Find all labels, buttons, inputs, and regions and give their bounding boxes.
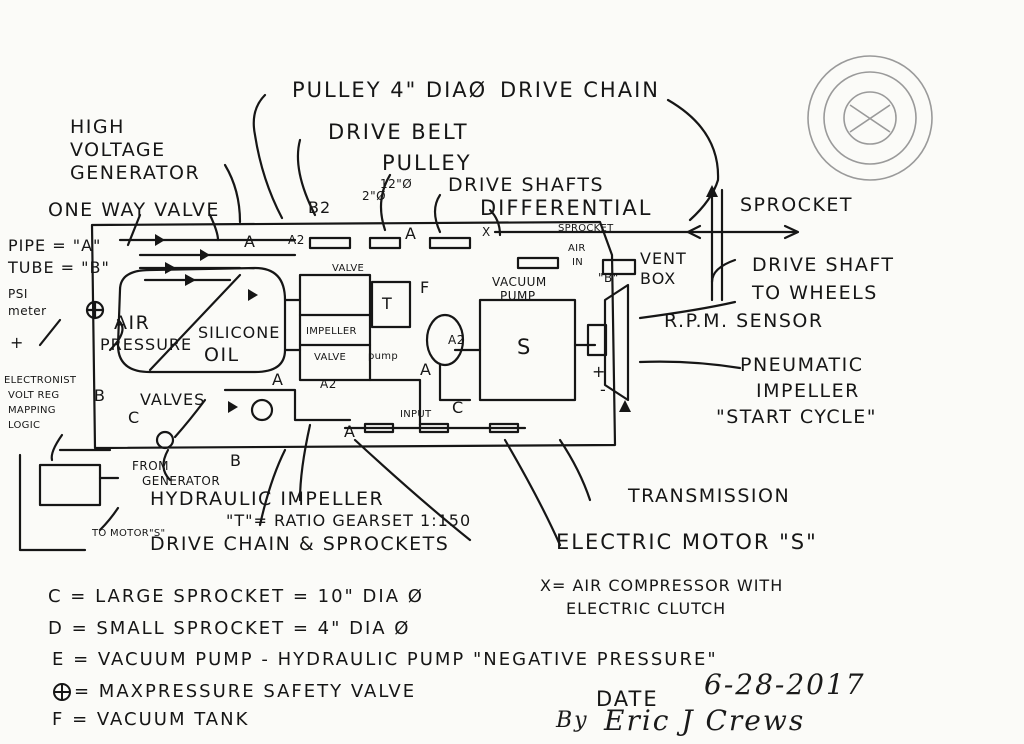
official-seal (807, 55, 933, 181)
label-pulley-12in-size: 12"Ø (380, 177, 413, 191)
label-drive-shaft-2: TO WHEELS (752, 282, 878, 304)
label-sprocket-small: SPROCKET (558, 223, 614, 234)
label-transmission: TRANSMISSION (628, 485, 791, 507)
legend-safety: = MAXPRESSURE SAFETY VALVE (74, 681, 417, 702)
label-valve-inner: VALVE (314, 352, 347, 363)
label-drive-shafts: DRIVE SHAFTS (448, 174, 605, 196)
label-b-2: B (230, 451, 242, 470)
label-a-2: A (405, 224, 417, 243)
tank-divider (148, 273, 242, 372)
label-electronics-3: MAPPING (8, 405, 56, 416)
vacuum-pump-shape (425, 313, 465, 367)
label-a2-3: A2 (448, 333, 465, 347)
label-electronics-1: ELECTRONIST (4, 375, 77, 386)
label-impeller: IMPELLER (756, 380, 860, 402)
label-minus: - (600, 380, 607, 399)
label-differential: DIFFERENTIAL (480, 196, 653, 220)
legend-f: F = VACUUM TANK (52, 709, 250, 730)
label-vent: VENT (640, 249, 687, 268)
author-signature: Eric J Crews (604, 704, 806, 737)
label-ratio-gearset: "T"= RATIO GEARSET 1:150 (226, 511, 472, 530)
impeller-block (298, 273, 372, 382)
label-box: BOX (640, 269, 677, 288)
label-valve-top: VALVE (332, 263, 365, 274)
legend-c: C = LARGE SPROCKET = 10" DIA Ø (48, 586, 424, 607)
system-outline (90, 220, 617, 450)
label-drive-shaft-1: DRIVE SHAFT (752, 254, 895, 276)
pneumatic-impeller-housing (603, 283, 630, 402)
label-start-cycle: "START CYCLE" (716, 406, 877, 428)
gearset-t-block (370, 280, 412, 329)
label-input: INPUT (400, 409, 432, 420)
label-high-voltage-3: GENERATOR (70, 162, 201, 184)
valve-symbol-1 (250, 398, 274, 422)
legend-x-2: ELECTRIC CLUTCH (566, 599, 727, 618)
label-plus-2: + (592, 362, 607, 381)
electronics-box (38, 463, 102, 507)
label-oil: OIL (204, 344, 240, 366)
label-drive-belt: DRIVE BELT (328, 120, 469, 144)
label-sprocket: SPROCKET (740, 194, 854, 216)
label-plus: + (10, 333, 25, 352)
label-electric-motor: ELECTRIC MOTOR "S" (556, 530, 818, 554)
label-from: FROM (132, 459, 170, 473)
label-to-motors: TO MOTOR"S" (92, 528, 166, 539)
label-pulley-4in: PULLEY 4" DIAØ (292, 78, 488, 102)
label-pneumatic: PNEUMATIC (740, 354, 864, 376)
label-vacuum: VACUUM (492, 275, 547, 289)
label-air-in-2: IN (572, 257, 584, 268)
label-silicone: SILICONE (198, 323, 281, 342)
label-air: AIR (114, 312, 151, 334)
label-pump: PUMP (500, 289, 536, 303)
by-label: By (556, 708, 589, 733)
label-pump-inner: pump (368, 351, 398, 362)
legend-safety-icon (53, 683, 71, 701)
label-high-voltage-1: HIGH (70, 116, 125, 138)
label-impeller-inner: IMPELLER (306, 326, 357, 337)
label-pipe-a: PIPE = "A" (8, 236, 102, 255)
label-high-voltage-2: VOLTAGE (70, 139, 166, 161)
label-one-way-valve: ONE WAY VALVE (48, 199, 220, 221)
label-generator: GENERATOR (142, 474, 221, 488)
legend-d: D = SMALL SPROCKET = 4" DIA Ø (48, 618, 411, 639)
label-gearset-t: T (382, 294, 393, 313)
label-a-4: A (420, 360, 432, 379)
date-label: DATE (596, 687, 659, 711)
label-drive-chain-top: DRIVE CHAIN (500, 78, 660, 102)
legend-e: E = VACUUM PUMP - HYDRAULIC PUMP "NEGATI… (52, 649, 718, 670)
valve-symbol-2 (155, 430, 175, 450)
label-a-1: A (244, 232, 256, 251)
label-electronics-4: LOGIC (8, 420, 41, 431)
label-a2-2: A2 (320, 377, 337, 391)
label-rpm-sensor: R.P.M. SENSOR (664, 310, 824, 332)
label-c-1: C (128, 408, 141, 427)
label-air-in-1: AIR (568, 243, 586, 254)
label-x: X (482, 225, 491, 239)
label-f: F (420, 278, 431, 297)
vent-box (601, 258, 637, 276)
label-meter: meter (8, 304, 47, 318)
label-two-in: 2"Ø (362, 189, 387, 203)
label-b-1: B (94, 386, 106, 405)
label-electronics-2: VOLT REG (8, 390, 60, 401)
date-value: 6-28-2017 (704, 668, 866, 701)
legend-x-1: X= AIR COMPRESSOR WITH (540, 576, 784, 595)
label-c-2: C (452, 398, 465, 417)
label-motor-s: S (517, 335, 533, 359)
label-pulley-12in: PULLEY (382, 151, 472, 175)
label-tube-b: TUBE = "B" (8, 258, 110, 277)
label-valves: VALVES (140, 390, 206, 409)
label-drive-chain-sprockets: DRIVE CHAIN & SPROCKETS (150, 533, 450, 555)
label-a-3: A (272, 370, 284, 389)
label-a2-1: A2 (288, 233, 305, 247)
label-hydraulic-impeller: HYDRAULIC IMPELLER (150, 488, 385, 510)
label-pressure: PRESSURE (100, 335, 193, 354)
label-b2: B2 (308, 198, 332, 217)
label-b-quote: "B" (598, 271, 619, 285)
label-psi: PSI (8, 287, 28, 301)
label-a-5: A (344, 422, 356, 441)
